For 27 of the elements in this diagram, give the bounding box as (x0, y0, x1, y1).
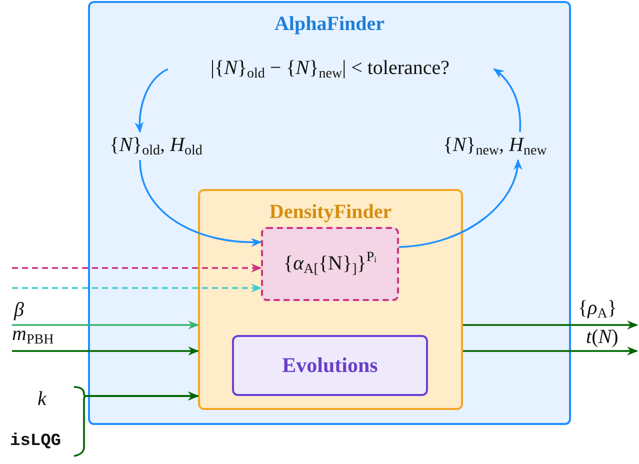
arrow (12, 346, 199, 356)
panel-title: AlphaFinder (274, 13, 385, 36)
edge-label: β (14, 300, 24, 320)
module-panel (198, 189, 463, 410)
arrow (463, 346, 638, 356)
parameter-box (261, 227, 399, 301)
edge-label: t(N) (586, 327, 618, 347)
edge-label: {ρ$_{A}$} (578, 298, 617, 318)
math-text: {N}$_{new}$, H$_{new}$ (420, 132, 570, 160)
arrow (12, 284, 262, 292)
arrow (12, 320, 199, 330)
panel-title: DensityFinder (269, 201, 392, 224)
code-text: isLQG (10, 426, 74, 458)
edge-label: m$_{PBH}$ (12, 324, 54, 344)
math-text: |{N}$_{old}$ − {N}$_{new}$| < tolerance? (166, 55, 494, 83)
arrow (12, 264, 262, 272)
process-label: Evolutions (282, 353, 378, 378)
process-box (232, 335, 428, 396)
arrow (398, 159, 522, 248)
arrow (134, 68, 168, 133)
module-panel (88, 1, 571, 425)
formula-text: {α$_{A[}${N}$_{]}$}$^{Pᵢ}$ (284, 250, 376, 278)
arrow (139, 160, 262, 247)
math-text: k (10, 384, 74, 414)
arrow (463, 320, 638, 330)
math-text: {N}$_{old}$, H$_{old}$ (88, 132, 224, 160)
arrow (493, 68, 522, 132)
